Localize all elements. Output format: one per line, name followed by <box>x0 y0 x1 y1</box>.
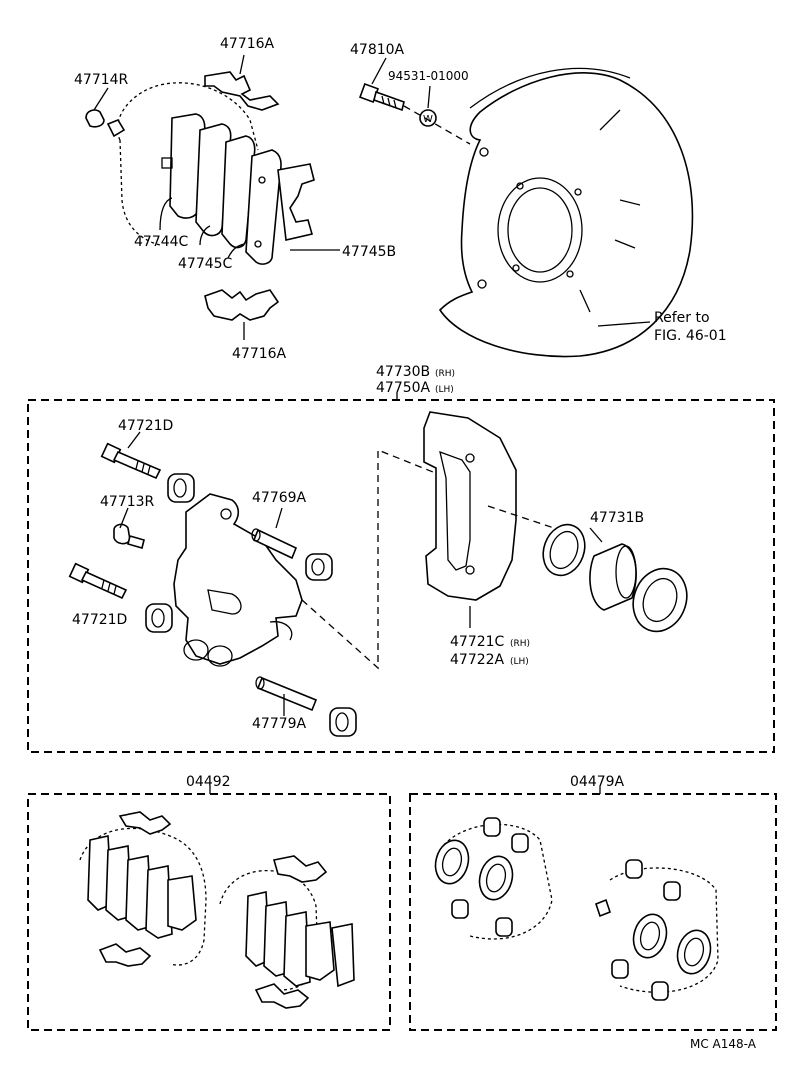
caliper-drawing <box>68 411 696 737</box>
pad-set-drawing <box>85 54 340 340</box>
kit-pads-right[interactable] <box>245 891 355 988</box>
label-refer-to: Refer to <box>654 310 710 326</box>
bolt-47721D-top[interactable] <box>100 442 162 480</box>
cylinder-kit-box <box>409 793 777 1031</box>
anti-squeal-shim-47745B[interactable] <box>277 163 315 241</box>
label-47716A-top: 47716A <box>220 36 275 52</box>
label-47721D-top: 47721D <box>118 418 173 434</box>
label-04479A: 04479A <box>570 774 625 790</box>
disc-dust-cover[interactable] <box>438 67 694 358</box>
piston-seal[interactable] <box>536 519 591 582</box>
boot-47769A[interactable] <box>305 553 333 581</box>
label-47722A: 47722A <box>450 652 505 668</box>
anti-squeal-clip-bottom[interactable] <box>204 289 280 321</box>
kit-clip-bottom-left[interactable] <box>98 943 152 967</box>
disc-dust-cover-drawing <box>359 57 694 358</box>
label-47722A-side: (LH) <box>510 657 529 667</box>
kit-seal-left[interactable] <box>431 837 473 888</box>
label-47730B-side: (RH) <box>435 369 455 379</box>
kit-seal-right[interactable] <box>629 911 671 962</box>
guide-pin-47769A[interactable] <box>251 528 298 560</box>
label-47750A: 47750A <box>376 380 431 396</box>
label-47779A: 47779A <box>252 716 307 732</box>
kit-bushings-left[interactable] <box>451 817 529 937</box>
bolt-47810A[interactable] <box>359 83 405 112</box>
label-94531-01000: 94531-01000 <box>388 69 469 83</box>
label-47769A: 47769A <box>252 490 307 506</box>
caliper-cylinder[interactable] <box>173 493 303 667</box>
kit-boot-right[interactable] <box>673 927 715 978</box>
kit-boot-left[interactable] <box>475 853 517 904</box>
label-47750A-side: (LH) <box>435 385 454 395</box>
piston-boot[interactable] <box>625 561 696 639</box>
label-47730B: 47730B <box>376 364 430 380</box>
label-47745B: 47745B <box>342 244 396 260</box>
label-47716A-bottom: 47716A <box>232 346 287 362</box>
bleeder-plug-47713R[interactable] <box>113 523 145 549</box>
boot-47779A[interactable] <box>329 707 357 737</box>
pad-kit-box <box>27 793 391 1031</box>
bushing-top[interactable] <box>167 473 195 503</box>
label-47745C: 47745C <box>178 256 233 272</box>
kit-clip-top-right[interactable] <box>272 855 328 883</box>
label-47810A: 47810A <box>350 42 405 58</box>
kit-bushings-right[interactable] <box>595 859 681 1001</box>
label-fig-46-01: FIG. 46-01 <box>654 328 727 344</box>
label-47731B: 47731B <box>590 510 644 526</box>
bolt-47721D-bottom[interactable] <box>68 562 128 600</box>
label-04492: 04492 <box>186 774 231 790</box>
label-47713R: 47713R <box>100 494 155 510</box>
piston[interactable] <box>589 543 637 611</box>
caliper-assembly-box <box>27 399 775 753</box>
label-47714R: 47714R <box>74 72 129 88</box>
label-47721C: 47721C <box>450 634 505 650</box>
anti-squeal-clip-top[interactable] <box>204 71 280 111</box>
brake-pad-outer[interactable] <box>245 149 282 265</box>
wear-indicator-47714R[interactable] <box>85 109 126 138</box>
drawing-code: MC A148-A <box>690 1037 757 1051</box>
pad-kit-drawing <box>79 811 355 1009</box>
washer-94531-01000[interactable] <box>419 109 437 127</box>
washer-mark: W <box>423 114 433 125</box>
kit-clip-top[interactable] <box>118 811 172 835</box>
kit-pads-left[interactable] <box>87 835 197 939</box>
caliper-mounting-bracket[interactable] <box>423 411 517 601</box>
bushing-bottom[interactable] <box>145 603 173 633</box>
cylinder-kit-drawing <box>431 817 719 1001</box>
label-47721D-bottom: 47721D <box>72 612 127 628</box>
guide-pin-47779A[interactable] <box>255 676 318 712</box>
label-47721C-side: (RH) <box>510 639 530 649</box>
label-47744C: 47744C <box>134 234 189 250</box>
kit-clip-bottom-right[interactable] <box>254 983 310 1009</box>
